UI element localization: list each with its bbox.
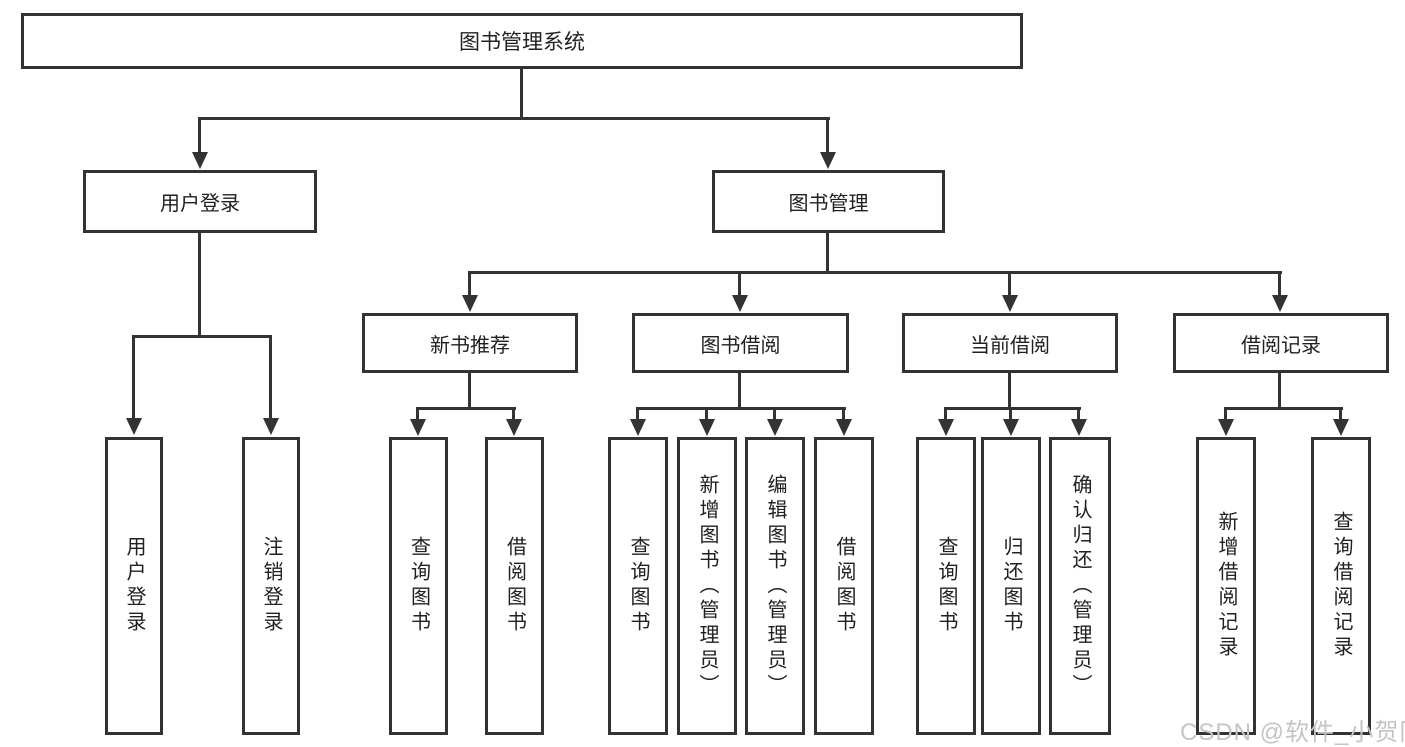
connector-leaf — [1077, 407, 1080, 421]
connector-borrow-records-split — [1224, 407, 1343, 410]
leaf-query-borrow-record: 查询借阅记录 — [1311, 437, 1371, 735]
connector-leaf — [705, 407, 708, 421]
arrow-down-icon — [938, 419, 954, 436]
node-user-login: 用户登录 — [83, 170, 317, 233]
node-label: 用户登录 — [160, 193, 240, 215]
arrow-down-icon — [820, 152, 836, 169]
arrow-down-icon — [410, 419, 426, 436]
connector-user-login-split — [132, 335, 272, 338]
connector-leaf — [944, 407, 947, 421]
arrow-down-icon — [1333, 419, 1349, 436]
leaf-confirm-return-admin: 确认归还（管理员） — [1049, 437, 1111, 735]
connector-borrow-records-drop — [1278, 373, 1281, 409]
connector-leaf — [1009, 407, 1012, 421]
node-new-book-recommend: 新书推荐 — [362, 313, 578, 373]
csdn-watermark: CSDN @软件_小贺同学 — [1180, 719, 1405, 746]
node-current-borrowing: 当前借阅 — [902, 313, 1118, 373]
connector-to-current-borrow — [1008, 271, 1011, 298]
connector-to-new-book-rec — [468, 271, 471, 298]
node-label: 新增图书（管理员） — [696, 473, 718, 699]
node-book-borrowing: 图书借阅 — [632, 313, 849, 373]
leaf-user-login: 用户登录 — [105, 437, 163, 735]
connector-new-book-rec-drop — [468, 373, 471, 409]
connector-leaf — [773, 407, 776, 421]
connector-current-borrow-split — [944, 407, 1081, 410]
leaf-query-books: 查询图书 — [389, 437, 448, 735]
node-label: 新书推荐 — [430, 334, 510, 357]
leaf-query-books: 查询图书 — [608, 437, 668, 735]
connector-to-leaf-logout — [269, 335, 272, 419]
arrow-down-icon — [1003, 419, 1019, 436]
node-label: 图书管理系统 — [459, 31, 585, 54]
node-label: 用户登录 — [123, 536, 145, 636]
connector-current-borrow-drop — [1008, 373, 1011, 409]
node-label: 借阅记录 — [1241, 334, 1321, 357]
leaf-edit-book-admin: 编辑图书（管理员） — [745, 437, 805, 735]
node-label: 图书管理 — [788, 193, 869, 215]
node-label: 注销登录 — [260, 536, 282, 636]
node-library-management-system: 图书管理系统 — [21, 13, 1023, 69]
connector-book-borrow-split — [636, 407, 846, 410]
arrow-down-icon — [732, 295, 748, 312]
leaf-add-book-admin: 新增图书（管理员） — [677, 437, 737, 735]
connector-leaf — [1224, 407, 1227, 421]
node-label: 查询图书 — [627, 536, 649, 636]
arrow-down-icon — [699, 419, 715, 436]
arrow-down-icon — [767, 419, 783, 436]
leaf-borrow-books: 借阅图书 — [814, 437, 874, 735]
node-label: 当前借阅 — [970, 334, 1050, 357]
arrow-down-icon — [263, 418, 279, 435]
node-label: 借阅图书 — [833, 536, 855, 636]
arrow-down-icon — [192, 152, 208, 169]
arrow-down-icon — [1071, 419, 1087, 436]
node-label: 确认归还（管理员） — [1069, 473, 1091, 699]
connector-book-mgmt-drop — [826, 233, 829, 274]
connector-root-split — [198, 117, 830, 120]
node-label: 借阅图书 — [503, 536, 526, 636]
node-label: 新增借阅记录 — [1215, 511, 1237, 661]
connector-root-drop — [520, 69, 523, 118]
connector-to-borrow-records — [1278, 271, 1281, 298]
arrow-down-icon — [462, 295, 478, 312]
connector-to-book-mgmt — [826, 117, 829, 153]
leaf-return-books: 归还图书 — [981, 437, 1041, 735]
node-label: 图书借阅 — [700, 334, 781, 357]
connector-new-book-rec-split — [416, 407, 516, 410]
node-label: 编辑图书（管理员） — [764, 473, 786, 699]
arrow-down-icon — [1272, 295, 1288, 312]
connector-book-mgmt-split — [468, 271, 1282, 274]
arrow-down-icon — [126, 418, 142, 435]
connector-leaf — [512, 407, 515, 421]
node-label: 查询图书 — [407, 536, 430, 636]
arrow-down-icon — [836, 419, 852, 436]
leaf-borrow-books: 借阅图书 — [485, 437, 544, 735]
connector-to-user-login — [198, 117, 201, 153]
leaf-query-books: 查询图书 — [916, 437, 976, 735]
leaf-add-borrow-record: 新增借阅记录 — [1196, 437, 1256, 735]
arrow-down-icon — [1002, 295, 1018, 312]
connector-to-book-borrow — [738, 271, 741, 298]
connector-to-leaf-user-login — [132, 335, 135, 419]
connector-leaf — [416, 407, 419, 421]
connector-user-login-drop — [198, 233, 201, 337]
node-book-management: 图书管理 — [712, 170, 945, 233]
connector-leaf — [842, 407, 845, 421]
connector-leaf — [1339, 407, 1342, 421]
connector-book-borrow-drop — [738, 373, 741, 409]
arrow-down-icon — [630, 419, 646, 436]
connector-leaf — [636, 407, 639, 421]
node-label: 归还图书 — [1000, 536, 1022, 636]
arrow-down-icon — [1218, 419, 1234, 436]
node-label: 查询图书 — [935, 536, 957, 636]
node-label: 查询借阅记录 — [1330, 511, 1352, 661]
node-borrowing-records: 借阅记录 — [1173, 313, 1389, 373]
arrow-down-icon — [506, 419, 522, 436]
leaf-logout: 注销登录 — [242, 437, 300, 735]
